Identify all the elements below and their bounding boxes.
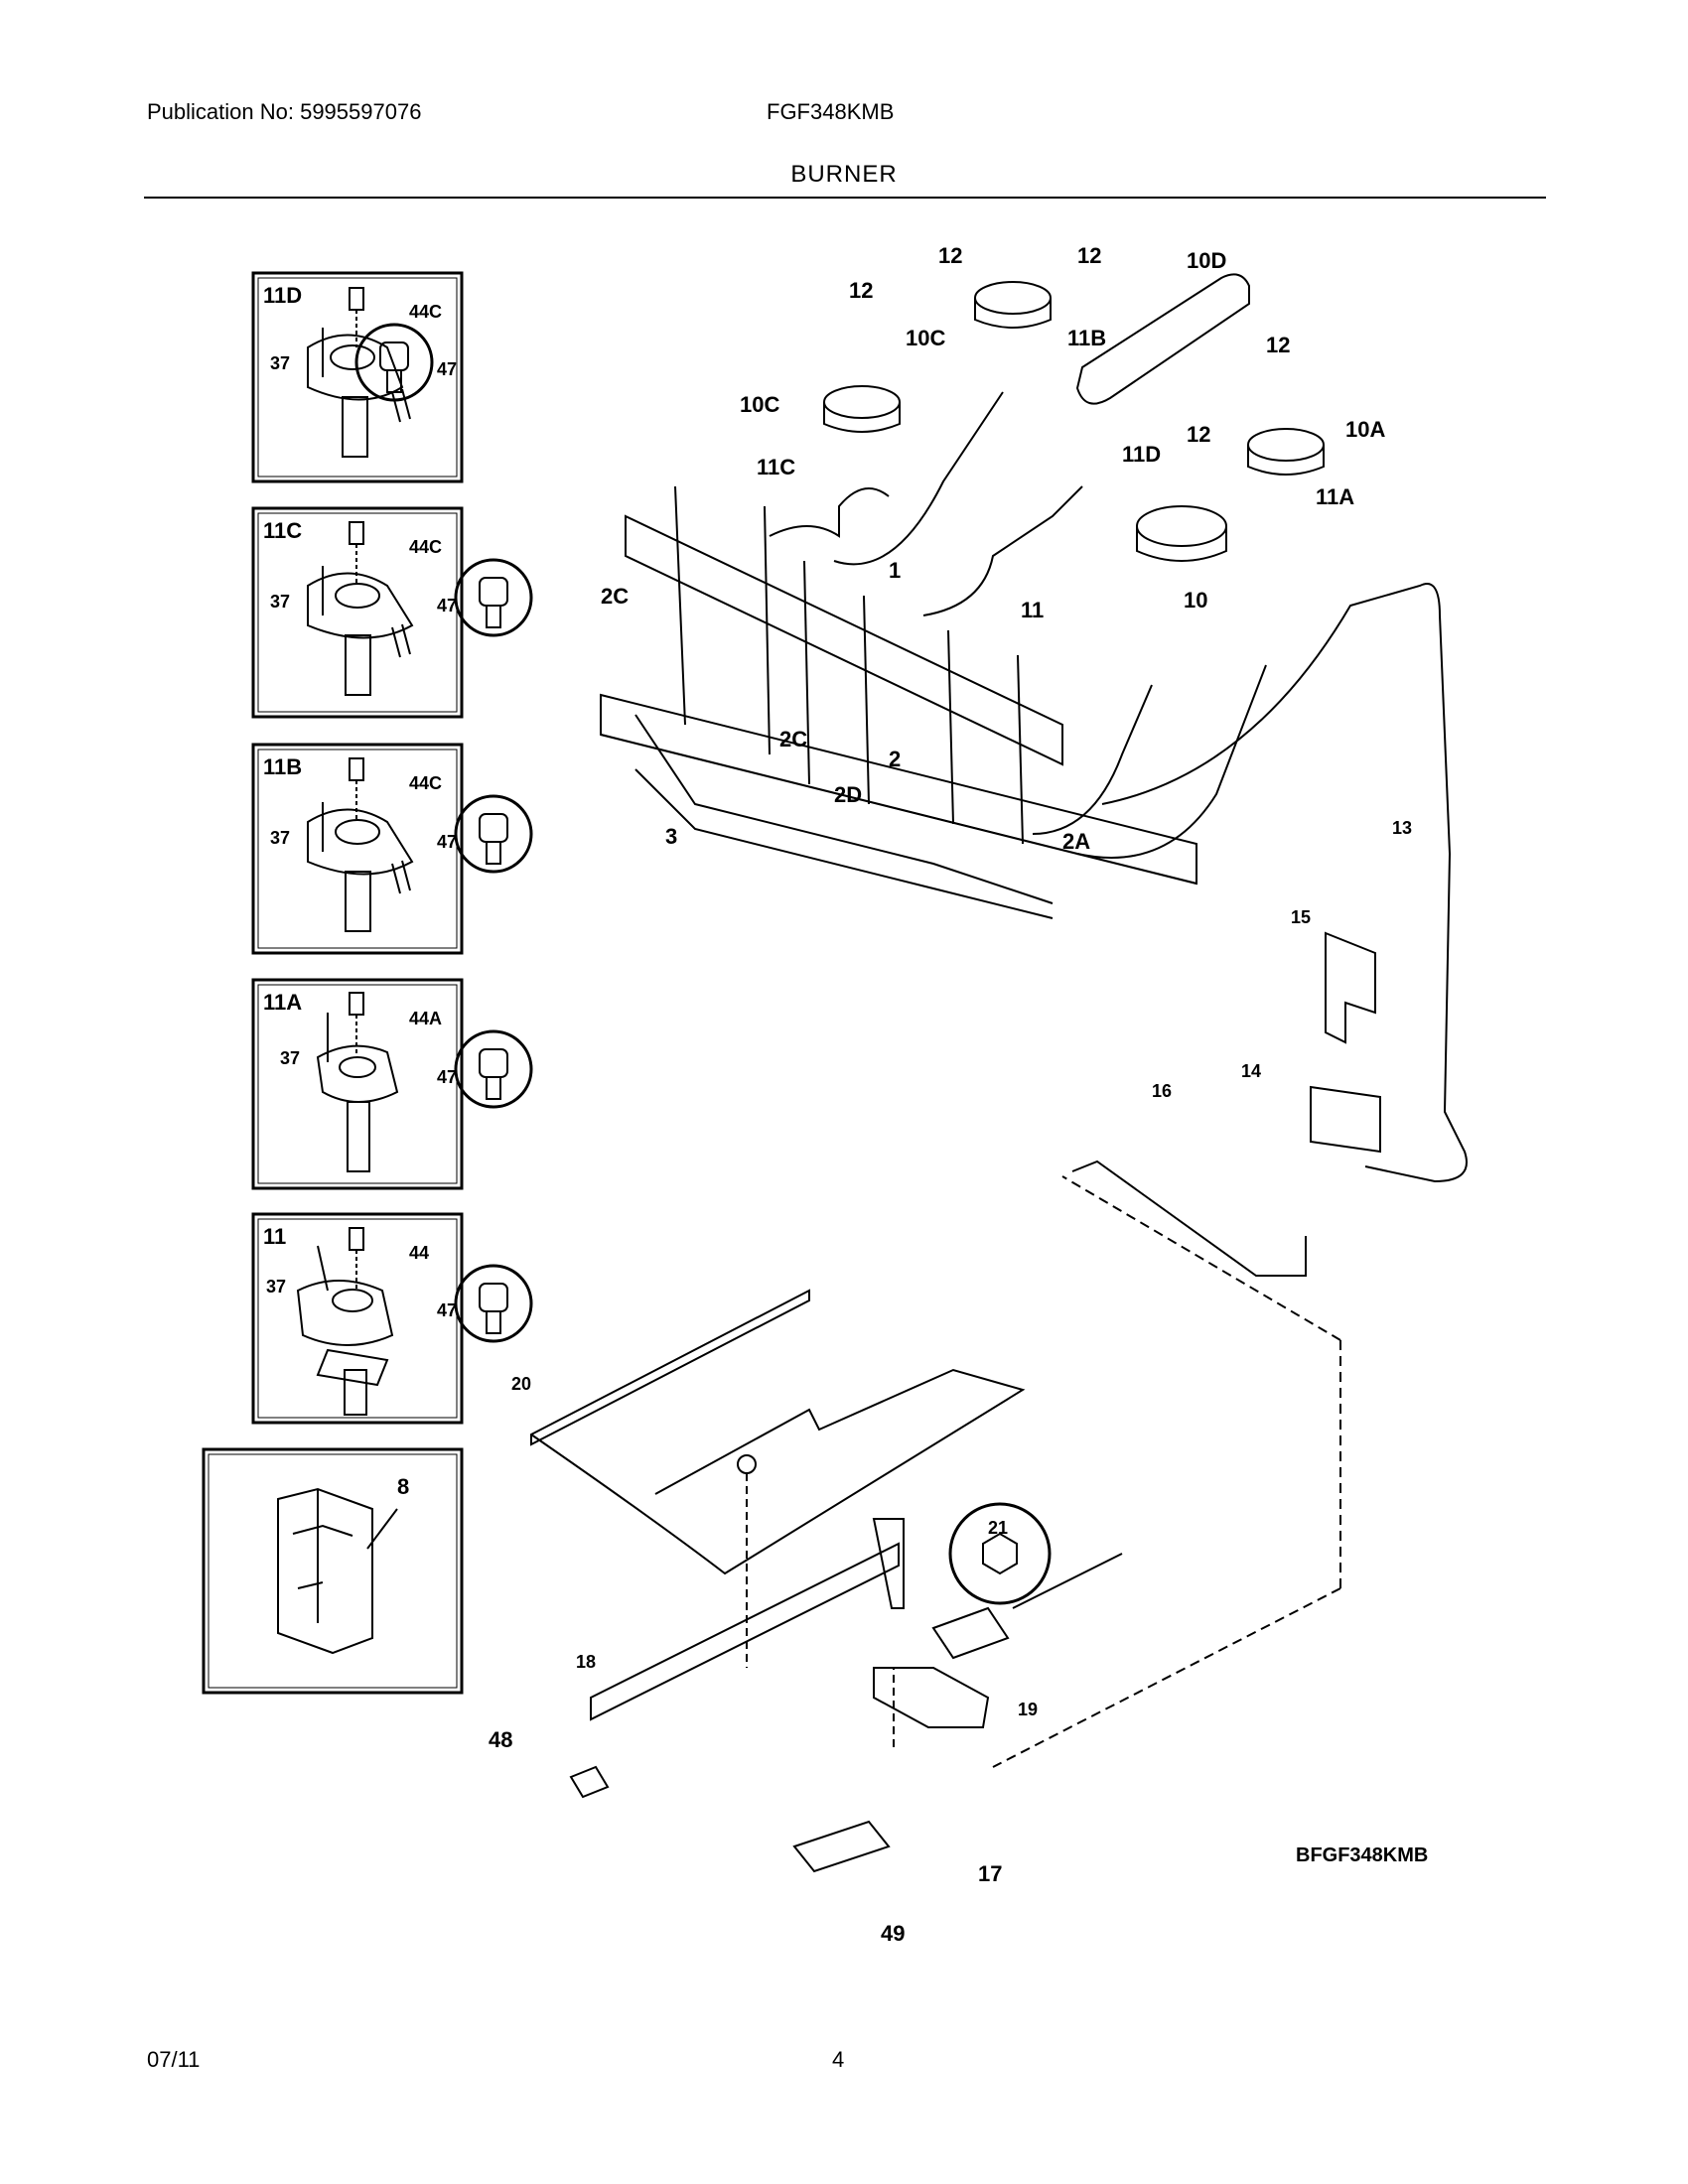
callout-10: 10	[1184, 588, 1207, 613]
callout-2: 2	[889, 747, 901, 771]
regulator-bracket	[1071, 931, 1381, 1277]
callout-12-a: 12	[938, 243, 962, 268]
inset-11-label: 11	[263, 1224, 286, 1249]
callout-12-b: 12	[1077, 243, 1101, 268]
callout-10c: 10C	[740, 392, 779, 417]
manifold-assembly	[600, 485, 1197, 919]
inset-11b-screw-label: 37	[270, 828, 290, 848]
inset-11d-label: 11D	[263, 283, 302, 308]
callout-48: 48	[489, 1727, 512, 1752]
inset-11a-cap-label: 44A	[409, 1009, 442, 1028]
inset-11-cap-label: 44	[409, 1243, 429, 1263]
inset-11c	[251, 506, 533, 719]
inset-11b	[251, 743, 533, 955]
inset-11d-screw-label: 37	[270, 353, 290, 373]
callout-12-c: 12	[849, 278, 873, 303]
callout-2c-left: 2C	[601, 584, 629, 609]
callout-11c: 11C	[757, 455, 795, 479]
burner-tubes	[769, 391, 1468, 1183]
callout-13: 13	[1392, 818, 1412, 838]
callout-14: 14	[1241, 1061, 1261, 1081]
callout-12-e: 12	[1187, 422, 1210, 447]
inset-11b-orifice-label: 47	[437, 832, 457, 852]
inset-11-screw-label: 37	[266, 1277, 286, 1297]
publication-number: Publication No: 5995597076	[147, 99, 422, 124]
callout-21: 21	[988, 1518, 1008, 1538]
callout-8: 8	[397, 1474, 409, 1499]
callout-3: 3	[665, 824, 677, 849]
callout-10d: 10D	[1187, 248, 1226, 273]
inset-11c-orifice-label: 47	[437, 596, 457, 615]
inset-11a-orifice-label: 47	[437, 1067, 457, 1087]
inset-11d-orifice-label: 47	[437, 359, 457, 379]
inset-11a	[251, 978, 533, 1190]
inset-11a-screw-label: 37	[280, 1048, 300, 1068]
inset-11	[251, 1212, 533, 1425]
inset-11d-cap-label: 44C	[409, 302, 442, 322]
callout-18: 18	[576, 1652, 596, 1672]
callout-19: 19	[1018, 1700, 1038, 1719]
inset-11c-screw-label: 37	[270, 592, 290, 612]
callout-11d: 11D	[1122, 442, 1161, 467]
callout-17: 17	[978, 1861, 1002, 1886]
inset-11d	[251, 271, 464, 483]
burner-box-and-ignition	[530, 1175, 1341, 1873]
diagram-code: BFGF348KMB	[1296, 1844, 1428, 1866]
header-rule	[144, 197, 1546, 199]
inset-11c-label: 11C	[263, 518, 302, 543]
inset-11b-label: 11B	[263, 754, 302, 779]
page-number: 4	[832, 2047, 845, 2072]
callout-12-d: 12	[1266, 333, 1290, 357]
callout-16: 16	[1152, 1081, 1172, 1101]
callout-11: 11	[1021, 598, 1044, 622]
page-title: BURNER	[790, 161, 898, 188]
inset-11c-cap-label: 44C	[409, 537, 442, 557]
callout-49: 49	[881, 1921, 905, 1946]
callout-20: 20	[511, 1374, 531, 1394]
callout-2d: 2D	[834, 782, 862, 807]
callout-11b: 11B	[1067, 326, 1106, 350]
callout-1: 1	[889, 558, 901, 583]
callout-10c-top: 10C	[906, 326, 945, 350]
model-number: FGF348KMB	[767, 99, 895, 124]
burner-heads	[823, 273, 1325, 562]
footer-date: 07/11	[147, 2047, 201, 2072]
callout-2a: 2A	[1062, 829, 1090, 854]
callout-15: 15	[1291, 907, 1311, 927]
callout-10a: 10A	[1345, 417, 1385, 442]
inset-11-orifice-label: 47	[437, 1300, 457, 1320]
inset-11a-label: 11A	[263, 990, 302, 1015]
inset-11b-cap-label: 44C	[409, 773, 442, 793]
callout-2c: 2C	[779, 727, 807, 751]
callout-11a: 11A	[1316, 484, 1354, 509]
inset-igniter-module	[202, 1447, 464, 1695]
